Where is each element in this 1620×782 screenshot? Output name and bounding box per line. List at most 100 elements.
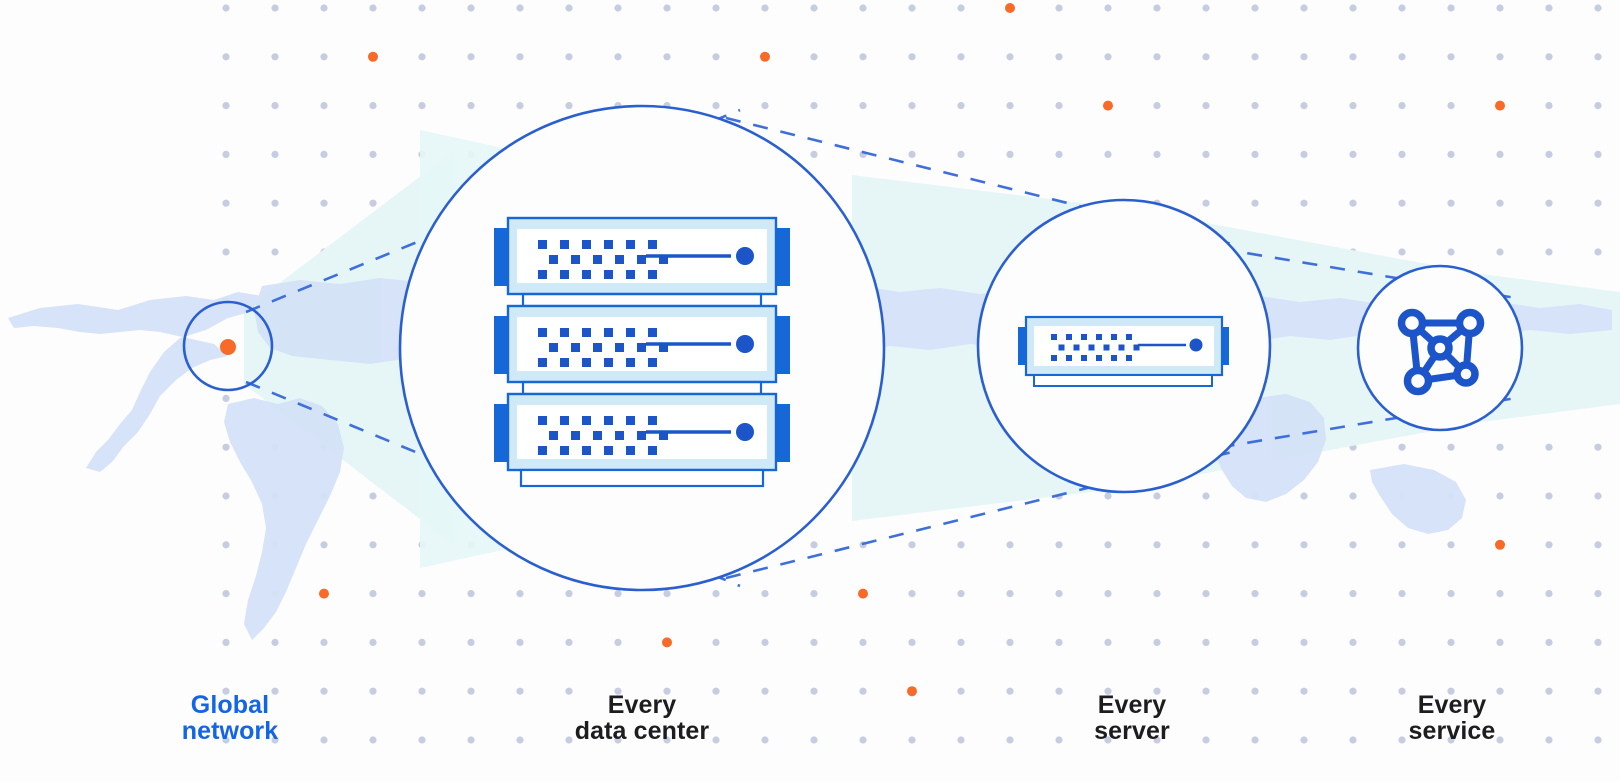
server-status-dot-3 [736,423,754,441]
grid-dot [1594,199,1602,207]
server-led [626,358,635,367]
grid-dot [859,687,867,695]
grid-dot [1545,102,1553,110]
grid-dot [614,687,622,695]
grid-dot [810,53,818,61]
grid-dot [320,53,328,61]
server-led [1051,355,1057,361]
grid-dot [1300,736,1308,744]
grid-dot [1202,638,1210,647]
grid-dot [1349,53,1357,61]
server-led [549,431,558,440]
service-group [1356,264,1524,432]
grid-dot [663,687,671,695]
grid-dot [516,736,524,744]
grid-dot [1398,736,1406,744]
server-led [549,343,558,352]
grid-dot [908,590,916,598]
server-led [604,240,613,249]
grid-dot-highlight [1005,3,1015,13]
grid-dot [1594,53,1602,61]
grid-dot [1055,541,1063,549]
grid-dot [565,736,573,744]
grid-dot [712,590,720,598]
grid-dot [1300,150,1308,158]
server-led [582,446,591,455]
grid-dot [614,4,622,12]
grid-dot [614,590,622,598]
grid-dot [1300,199,1308,207]
grid-dot [1447,248,1455,256]
server-led [637,431,646,440]
server-led [582,416,591,425]
grid-dot [222,102,230,110]
grid-dot-highlight [319,588,329,599]
server-led [582,270,591,279]
grid-dot [1104,736,1112,744]
grid-dot [957,150,965,158]
grid-dot [1104,590,1112,598]
server-led [648,240,657,249]
grid-dot [1251,199,1259,207]
server-led [626,240,635,249]
grid-dot [1300,541,1308,549]
grid-dot [222,590,230,598]
grid-dot [1251,638,1259,647]
grid-dot [1153,687,1161,695]
grid-dot [1447,541,1455,549]
grid-dot [1300,4,1308,12]
grid-dot [1251,687,1259,695]
grid-dot [1251,53,1259,61]
grid-dot [1055,150,1063,158]
grid-dot [908,4,916,12]
grid-dot [1153,53,1161,61]
server-led [1088,344,1095,351]
stage-label-global-network-line1: Global [190,691,270,719]
server-led [571,431,580,440]
grid-dot [957,541,965,549]
grid-dot [908,541,916,549]
grid-dot [1300,102,1308,110]
grid-dot [1202,4,1210,12]
grid-dot [810,638,818,647]
grid-dot [859,736,867,744]
grid-dot [1251,590,1259,598]
grid-dot [1006,687,1014,695]
grid-dot [1251,736,1259,744]
grid-dot [761,736,769,744]
grid-dot [271,687,279,695]
grid-dot [1545,638,1553,647]
server-led [571,343,580,352]
grid-dot [859,53,867,61]
server-led [593,431,602,440]
grid-dot [1398,638,1406,647]
grid-dot [1398,590,1406,598]
grid-dot [369,638,377,647]
network-node-bottom-right [1453,361,1479,387]
grid-dot [1398,102,1406,110]
grid-dot [859,102,867,110]
grid-dot [1496,736,1504,744]
grid-dot [957,4,965,12]
server-led [593,343,602,352]
grid-dot [320,199,328,207]
grid-dot [1447,102,1455,110]
grid-dot [1202,492,1210,500]
server-led [560,416,569,425]
grid-dot [1447,150,1455,158]
grid-dot [467,590,475,598]
grid-dot [1496,199,1504,207]
grid-dot [516,590,524,598]
grid-dot [908,150,916,158]
grid-dot [712,736,720,744]
grid-dot [516,4,524,12]
server-led [626,416,635,425]
grid-dot [516,53,524,61]
grid-dot [1104,150,1112,158]
grid-dot [271,150,279,158]
grid-dot [222,736,230,744]
grid-dot [614,638,622,647]
stage-label-global-network-line2: network [181,717,279,746]
